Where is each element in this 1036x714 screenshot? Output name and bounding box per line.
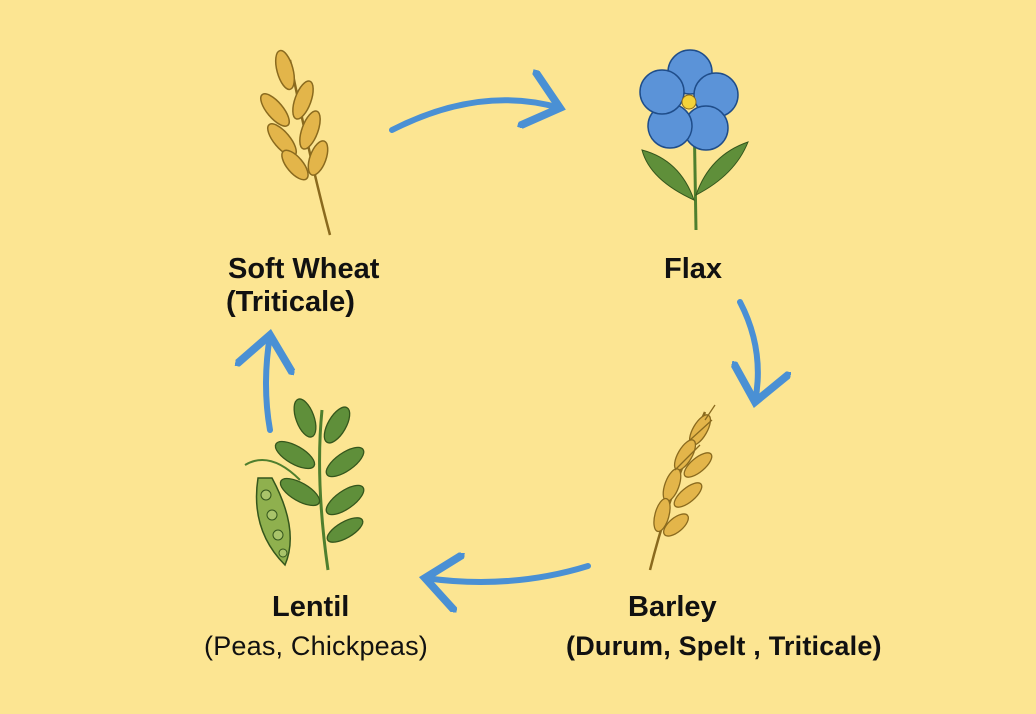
lentil-plant-icon bbox=[244, 398, 365, 571]
arrow-wheat-to-flax bbox=[389, 100, 560, 133]
arrow-lentil-to-wheat bbox=[266, 335, 270, 433]
crop-alternatives-barley: (Durum, Spelt , Triticale) bbox=[566, 631, 882, 661]
crop-label-barley: Barley bbox=[628, 591, 717, 623]
crop-label-soft-wheat: Soft Wheat bbox=[228, 253, 380, 285]
crop-alternatives-soft-wheat: (Triticale) bbox=[226, 286, 355, 318]
wheat-icon bbox=[260, 49, 332, 236]
flax-flower-icon bbox=[639, 49, 749, 231]
barley-icon bbox=[648, 404, 716, 571]
crop-label-flax: Flax bbox=[664, 253, 723, 285]
arrow-flax-to-barley bbox=[740, 299, 758, 402]
arrow-barley-to-lentil bbox=[425, 566, 591, 582]
crop-label-lentil: Lentil bbox=[272, 591, 350, 623]
crop-alternatives-lentil: (Peas, Chickpeas) bbox=[204, 631, 428, 661]
